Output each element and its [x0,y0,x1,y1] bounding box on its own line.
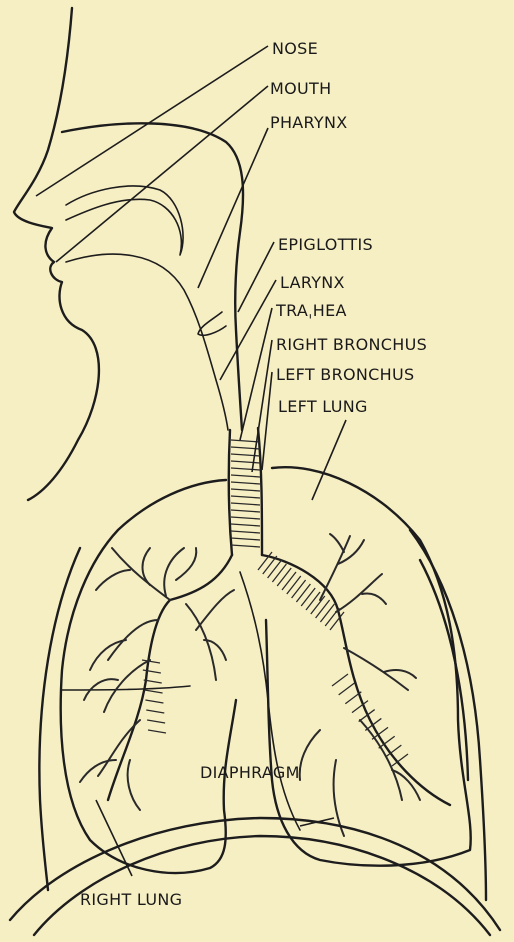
bronchus-ring [145,700,163,703]
trachea-ring [231,545,260,547]
trachea-ring [231,524,260,526]
label-larynx: LARYNX [280,273,345,292]
bronchus-ring [316,600,330,618]
bronchus-ring [143,670,161,673]
trachea [229,428,262,555]
diaphragm [10,818,500,935]
trachea-ring [231,510,260,512]
bronchus-ring [146,710,164,713]
bronchus-ring [272,564,286,582]
bronchus-ring [306,592,320,610]
bronchus-ring [320,604,334,622]
trachea-ring [231,461,260,463]
face-profile [14,8,243,500]
label-mouth: MOUTH [270,79,331,98]
bronchus-ring [282,572,296,590]
trachea-ring [231,454,260,456]
left-lung [266,467,471,866]
label-left-bronchus: LEFT BRONCHUS [276,365,414,384]
chest-wall [39,530,486,900]
trachea-ring [231,468,260,470]
label-left-lung: LEFT LUNG [278,397,368,416]
trachea-ring [231,482,260,484]
trachea-ring [231,489,260,491]
label-epiglottis: EPIGLOTTIS [278,235,373,254]
label-diaphragm: DIAPHRAGM [200,763,300,782]
bronchus-ring [287,576,301,594]
bronchus-ring [263,556,277,574]
label-right-bronchus: RIGHT BRONCHUS [276,335,427,354]
bronchus-ring [145,690,163,693]
trachea-ring [231,517,260,519]
leader-lines [36,46,346,876]
label-nose: NOSE [272,39,318,58]
trachea-ring [231,496,260,498]
trachea-ring [231,538,260,540]
bronchus-ring [268,560,282,578]
bronchus-ring [296,584,310,602]
bronchus-ring [345,692,361,704]
bronchus-ring [277,568,291,586]
bronchus-ring [292,580,306,598]
bronchus-ring [332,674,348,686]
trachea-ring [231,531,260,533]
bronchus-ring [147,720,165,723]
label-right-lung: RIGHT LUNG [80,890,182,909]
labels: NOSE MOUTH PHARYNX EPIGLOTTIS LARYNX TRA… [80,39,427,909]
trachea-ring [231,440,260,442]
trachea-ring [231,503,260,505]
bronchus-ring [311,596,325,614]
trachea-ring [231,475,260,477]
right-lung [61,480,236,873]
bronchus-ring [301,588,315,606]
label-trachea: TRAˌHEA [275,301,347,320]
bronchus-ring [339,683,355,695]
bronchus-ring [148,730,166,733]
label-pharynx: PHARYNX [270,113,348,132]
